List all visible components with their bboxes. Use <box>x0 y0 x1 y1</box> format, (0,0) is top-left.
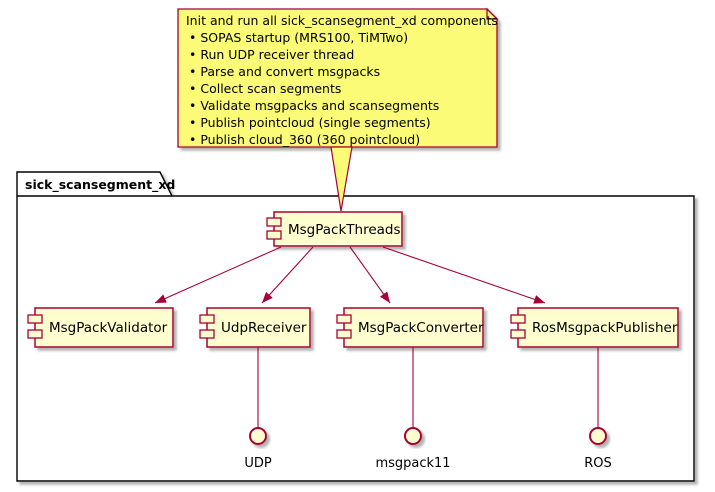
component-port-icon <box>27 329 43 339</box>
interface-msgpack11: msgpack11 <box>375 427 451 471</box>
note: Init and run all sick_scansegment_xd com… <box>177 7 499 212</box>
component-box <box>343 307 484 348</box>
component-port-icon <box>336 329 352 339</box>
component-port-icon <box>510 329 526 339</box>
component-box <box>34 307 174 348</box>
note-fold-icon <box>486 7 499 20</box>
interface-label: ROS <box>584 456 612 471</box>
note-bullet: • Collect scan segments <box>189 81 341 96</box>
package-title: sick_scansegment_xd <box>25 177 175 193</box>
note-tail <box>330 146 353 212</box>
note-bullet: • Run UDP receiver thread <box>189 47 354 62</box>
component-label: MsgPackConverter <box>358 320 484 336</box>
note-title: Init and run all sick_scansegment_xd com… <box>186 13 498 28</box>
note-body <box>177 8 498 148</box>
interface-label: msgpack11 <box>375 456 450 471</box>
component-box <box>517 307 679 348</box>
component-box <box>273 211 403 247</box>
note-bullet: • SOPAS startup (MRS100, TiMTwo) <box>189 30 408 45</box>
interface-circle-icon <box>589 427 607 445</box>
interface-circle-icon <box>249 427 267 445</box>
interface-udp: UDP <box>244 427 272 471</box>
component-msgpackthreads: MsgPackThreads <box>266 211 403 247</box>
arrow-msgpackthreads-to-msgpackvalidator <box>154 246 282 304</box>
arrow-msgpackthreads-to-rosmsgpackpublisher <box>382 246 546 304</box>
component-port-icon <box>266 230 282 240</box>
component-port-icon <box>266 217 282 227</box>
component-port-icon <box>336 314 352 324</box>
component-port-icon <box>27 314 43 324</box>
arrow-msgpackthreads-to-msgpackconverter <box>349 246 391 304</box>
component-rosmsgpackpublisher: RosMsgpackPublisher <box>510 307 679 348</box>
component-port-icon <box>510 314 526 324</box>
component-udpreceiver: UdpReceiver <box>199 307 311 348</box>
component-port-icon <box>199 329 215 339</box>
component-port-icon <box>199 314 215 324</box>
note-bullet: • Publish pointcloud (single segments) <box>189 115 431 130</box>
interface-circle-icon <box>404 427 422 445</box>
component-label: RosMsgpackPublisher <box>532 320 678 336</box>
interface-label: UDP <box>244 456 272 471</box>
component-label: MsgPackThreads <box>288 222 401 238</box>
component-label: UdpReceiver <box>221 320 307 336</box>
component-msgpackvalidator: MsgPackValidator <box>27 307 174 348</box>
interface-ros: ROS <box>584 427 612 471</box>
note-bullet: • Publish cloud_360 (360 pointcloud) <box>189 132 420 147</box>
component-box <box>206 307 311 348</box>
component-msgpackconverter: MsgPackConverter <box>336 307 484 348</box>
component-label: MsgPackValidator <box>49 320 168 336</box>
arrow-msgpackthreads-to-udpreceiver <box>261 246 314 304</box>
note-bullet: • Validate msgpacks and scansegments <box>189 98 439 113</box>
note-bullet: • Parse and convert msgpacks <box>189 64 380 79</box>
